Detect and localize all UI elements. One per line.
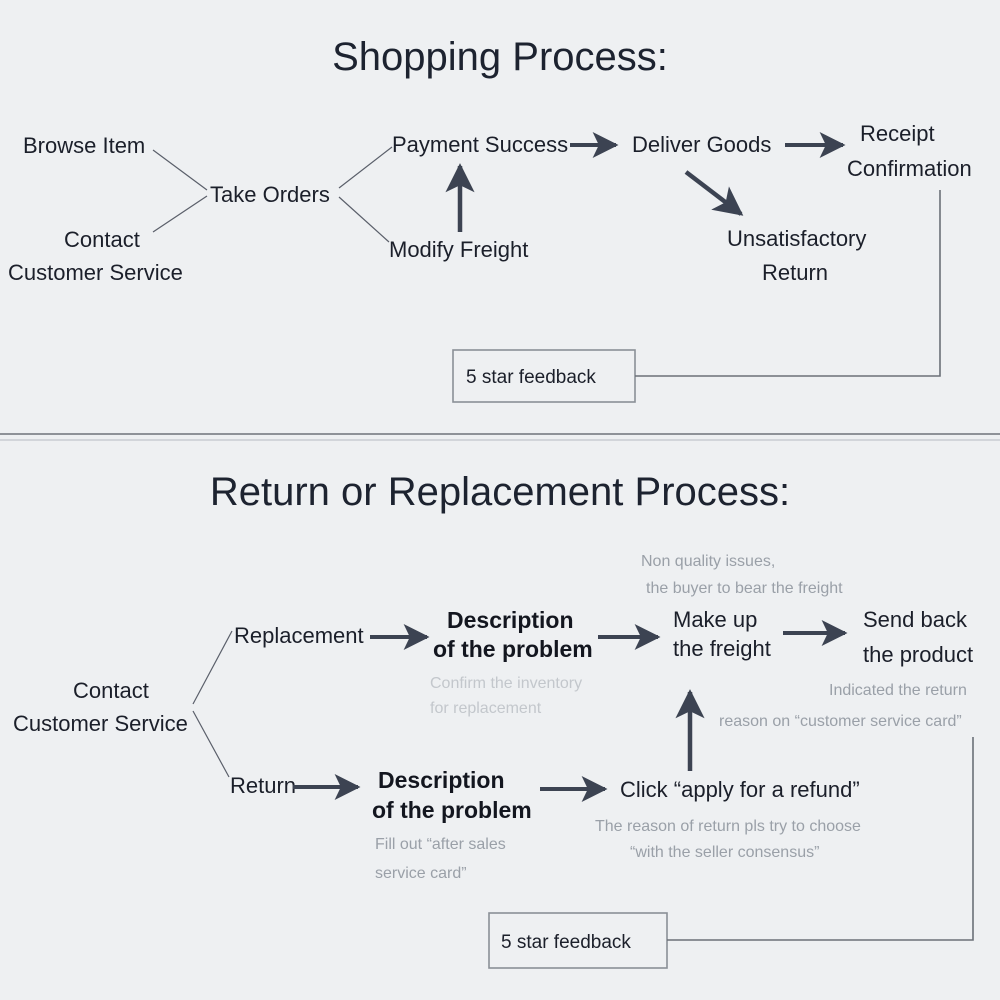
node-make-up-line1: Make up <box>673 607 757 632</box>
node2-contact-line1: Contact <box>73 678 149 703</box>
annotation-reason-line2: “with the seller consensus” <box>630 844 819 861</box>
line-contact-to-replacement <box>192 630 233 705</box>
annotation-fill-out-line2: service card” <box>375 865 467 882</box>
annotation-confirm-inventory-line2: for replacement <box>430 700 542 717</box>
line-takeorders-to-payment <box>338 146 393 189</box>
shopping-process-title: Shopping Process: <box>332 35 668 79</box>
node2-contact-line2: Customer Service <box>13 711 188 736</box>
node-desc-bottom-line2: of the problem <box>372 797 532 823</box>
node-desc-top-line1: Description <box>447 607 574 633</box>
node-payment-success: Payment Success <box>392 132 568 157</box>
annotation-fill-out-line1: Fill out “after sales <box>375 836 506 853</box>
annotation-indicated-line2: reason on “customer service card” <box>719 713 962 730</box>
node-unsatisfactory-line2: Return <box>762 260 828 285</box>
connector-return-feedback-to-sendback <box>667 737 974 941</box>
line-contact-to-return <box>192 710 230 778</box>
node-replacement: Replacement <box>234 623 364 648</box>
node-deliver-goods: Deliver Goods <box>632 132 771 157</box>
annotation-non-quality-line1: Non quality issues, <box>641 553 775 570</box>
annotation-reason-line1: The reason of return pls try to choose <box>595 818 861 835</box>
node-receipt-line1: Receipt <box>860 121 935 146</box>
shopping-feedback-label: 5 star feedback <box>466 367 596 388</box>
node-desc-bottom-line1: Description <box>378 767 505 793</box>
annotation-confirm-inventory-line1: Confirm the inventory <box>430 675 582 692</box>
node-send-back-line1: Send back <box>863 607 968 632</box>
node-send-back-line2: the product <box>863 642 973 667</box>
connector-shopping-feedback-to-receipt <box>635 190 941 377</box>
line-browse-to-takeorders <box>152 149 208 191</box>
node-browse-item: Browse Item <box>23 133 145 158</box>
node-return: Return <box>230 773 296 798</box>
line-contact-to-takeorders <box>152 195 208 233</box>
line-takeorders-to-modify <box>338 196 390 243</box>
node-receipt-line2: Confirmation <box>847 156 972 181</box>
node-desc-top-line2: of the problem <box>433 636 593 662</box>
annotation-non-quality-line2: the buyer to bear the freight <box>646 580 843 597</box>
node-take-orders: Take Orders <box>210 182 330 207</box>
node-apply-refund: Click “apply for a refund” <box>620 777 860 802</box>
node-make-up-line2: the freight <box>673 636 771 661</box>
node-unsatisfactory-line1: Unsatisfactory <box>727 226 866 251</box>
annotation-indicated-line1: Indicated the return <box>829 682 967 699</box>
node-contact-line1: Contact <box>64 227 140 252</box>
arrow-deliver-to-unsatisfactory <box>684 170 744 216</box>
node-contact-line2: Customer Service <box>8 260 183 285</box>
node-modify-freight: Modify Freight <box>389 237 528 262</box>
return-process-title: Return or Replacement Process: <box>210 470 790 514</box>
return-feedback-label: 5 star feedback <box>501 932 631 953</box>
